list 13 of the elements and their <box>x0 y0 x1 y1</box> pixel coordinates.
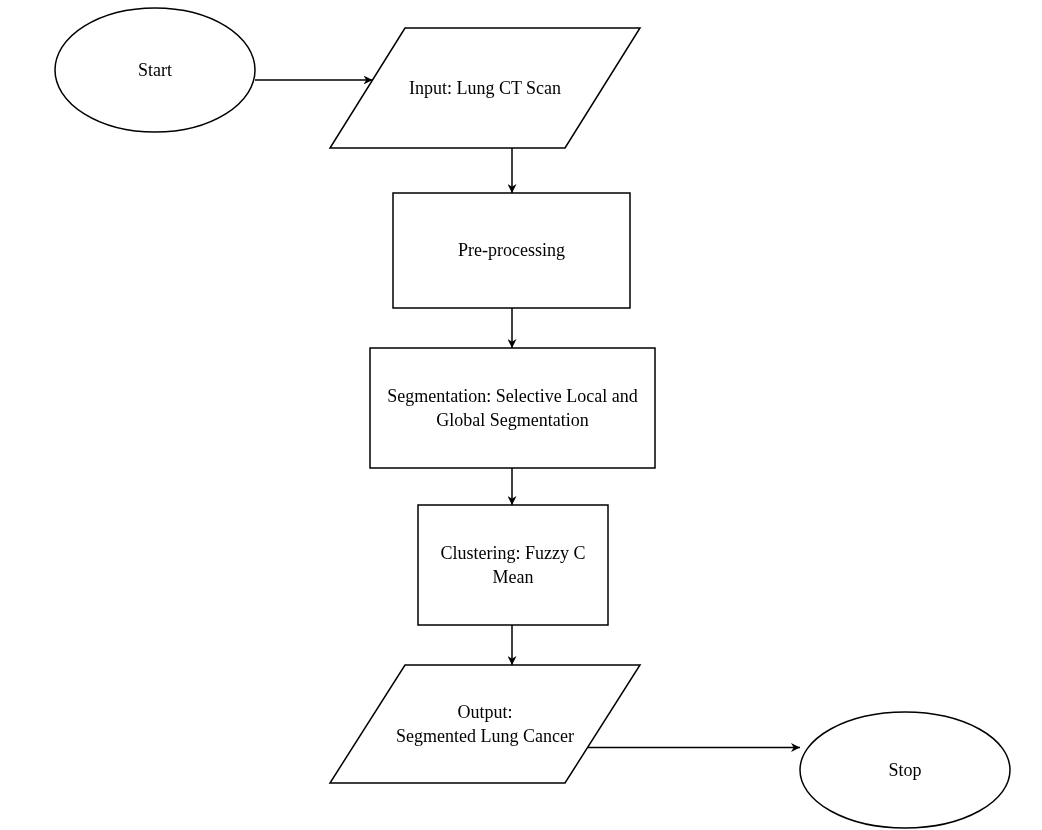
node-text: Start <box>138 58 172 82</box>
arrow <box>507 147 517 194</box>
node-text: Clustering: Fuzzy C Mean <box>439 541 587 589</box>
node-text: Pre-processing <box>458 239 565 263</box>
node-text: Input: Lung CT Scan <box>408 76 562 100</box>
node-text: Segmentation: Selective Local and Global Segmentation <box>386 384 639 432</box>
arrow <box>507 467 517 506</box>
node-text: Stop <box>888 758 922 782</box>
arrow <box>507 307 517 349</box>
arrow <box>507 624 517 666</box>
node-text: Segmented Lung Cancer <box>396 725 574 748</box>
node-text: Output: <box>457 700 513 724</box>
arrow <box>254 75 374 85</box>
